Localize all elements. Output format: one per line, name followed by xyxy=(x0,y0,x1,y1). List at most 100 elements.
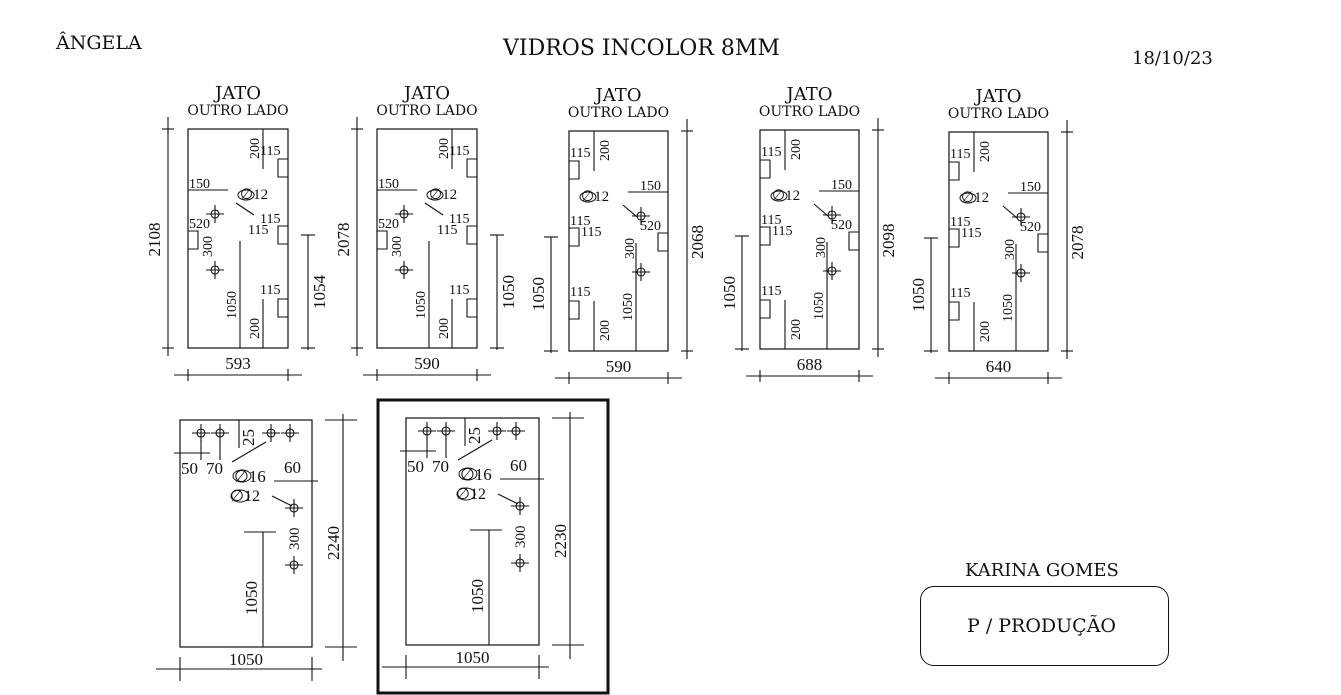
lock-floor-label: 1050 xyxy=(1001,294,1016,322)
sheet-date: 18/10/23 xyxy=(1132,48,1213,69)
side-label: 60 xyxy=(510,456,527,475)
hole-callout-line xyxy=(1002,205,1018,219)
width-dim-label: 688 xyxy=(797,355,823,374)
spacing-b-label: 70 xyxy=(206,459,223,478)
door-sublabel: OUTRO LADO xyxy=(948,106,1049,122)
top-gap-label: 25 xyxy=(239,429,258,446)
height-dim-label: 2240 xyxy=(324,526,343,560)
hole-callout-label: ∅12 xyxy=(772,188,800,204)
lock-floor-label: 1050 xyxy=(414,291,429,319)
lock-box-label: 115 xyxy=(248,223,268,238)
door-sublabel: OUTRO LADO xyxy=(376,103,477,119)
hinge-bottom-label: 115 xyxy=(260,283,280,298)
hinge-notch xyxy=(760,299,771,319)
hinge-top-dim: 200 xyxy=(978,141,993,162)
hinge-top-label: 115 xyxy=(449,144,469,159)
width-dim-label: 590 xyxy=(606,357,632,376)
hinge-top-dim: 200 xyxy=(437,138,452,159)
handle-dim-label: 1050 xyxy=(529,277,548,311)
lock-offset-label: 150 xyxy=(640,179,661,194)
hinge-notch xyxy=(760,226,771,246)
hinge-bottom-dim: 200 xyxy=(789,319,804,340)
door-sublabel: OUTRO LADO xyxy=(759,104,860,120)
hinge-notch xyxy=(949,228,960,248)
width-dim-label: 1050 xyxy=(456,648,490,667)
hole-callout-line xyxy=(622,204,638,218)
height-dim-label: 2078 xyxy=(334,223,353,257)
lock-box-label: 115 xyxy=(961,226,981,241)
hole-callout-label: ∅12 xyxy=(961,190,989,206)
door-sublabel: OUTRO LADO xyxy=(568,105,669,121)
hinge-bottom-label: 115 xyxy=(449,283,469,298)
lock-floor-label: 1050 xyxy=(621,293,636,321)
hinge-bottom-dim: 200 xyxy=(978,321,993,342)
hole-callout-line xyxy=(813,203,829,217)
lock-spacing-label: 300 xyxy=(623,238,638,259)
hole-small-symbol xyxy=(230,489,250,503)
lock-height-label: 520 xyxy=(1020,220,1041,235)
hole-small-symbol xyxy=(456,487,476,501)
handle-dim-label: 1050 xyxy=(909,278,928,312)
hinge-mid-label: 115 xyxy=(449,212,469,227)
hinge-mid-label: 115 xyxy=(260,212,280,227)
vertical-label: 300 xyxy=(513,526,529,549)
lock-height-label: 520 xyxy=(640,219,661,234)
lock-offset-label: 150 xyxy=(831,178,852,193)
lock-height-label: 520 xyxy=(378,217,399,232)
hole-large-callout xyxy=(231,441,267,463)
handle-dim-label: 1054 xyxy=(310,275,329,310)
door-label: JATO xyxy=(974,86,1022,107)
hinge-bottom-dim: 200 xyxy=(437,318,452,339)
hinge-notch xyxy=(466,158,477,178)
hinge-notch xyxy=(657,232,668,252)
hole-small-label: ∅12 xyxy=(230,488,260,505)
lock-spacing-label: 300 xyxy=(390,236,405,257)
hole-large-label: ∅16 xyxy=(460,465,492,484)
hinge-mid-label: 115 xyxy=(570,214,590,229)
lock-height-label: 520 xyxy=(831,218,852,233)
hinge-notch xyxy=(569,300,580,320)
hinge-notch xyxy=(949,301,960,321)
door-outline xyxy=(948,131,1049,352)
hinge-bottom-label: 115 xyxy=(950,286,970,301)
lock-offset-label: 150 xyxy=(1020,180,1041,195)
door-label: JATO xyxy=(213,83,261,104)
hinge-notch xyxy=(277,225,288,245)
hinge-notch xyxy=(760,159,771,179)
hinge-notch xyxy=(466,298,477,318)
hinge-top-label: 115 xyxy=(260,144,280,159)
lock-box-label: 115 xyxy=(581,225,601,240)
hole-small-callout xyxy=(497,493,519,505)
hinge-notch xyxy=(377,230,388,250)
lock-box-label: 115 xyxy=(437,223,457,238)
door-label: JATO xyxy=(785,84,833,105)
client-name: ÂNGELA xyxy=(56,32,142,54)
hole-callout-line xyxy=(235,202,255,216)
hinge-top-dim: 200 xyxy=(248,138,263,159)
hole-large-symbol xyxy=(458,467,478,481)
customer-name: KARINA GOMES xyxy=(965,560,1119,581)
door-outline xyxy=(759,129,860,350)
hole-large-symbol xyxy=(232,469,252,483)
width-dim-label: 1050 xyxy=(229,650,263,669)
selected-frame xyxy=(376,398,610,695)
height-dim-label: 2230 xyxy=(551,524,570,558)
hole-callout-label: ∅12 xyxy=(581,189,609,205)
spacing-a-label: 50 xyxy=(181,459,198,478)
door-label: JATO xyxy=(594,85,642,106)
door-outline xyxy=(568,130,669,352)
spacing-a-label: 50 xyxy=(407,457,424,476)
door-sublabel: OUTRO LADO xyxy=(187,103,288,119)
hinge-top-label: 115 xyxy=(761,145,781,160)
hinge-top-label: 115 xyxy=(570,146,590,161)
side-label: 60 xyxy=(284,458,301,477)
hinge-notch xyxy=(277,158,288,178)
height-dim-label: 2078 xyxy=(1068,226,1087,260)
hole-callout-line xyxy=(424,202,444,216)
